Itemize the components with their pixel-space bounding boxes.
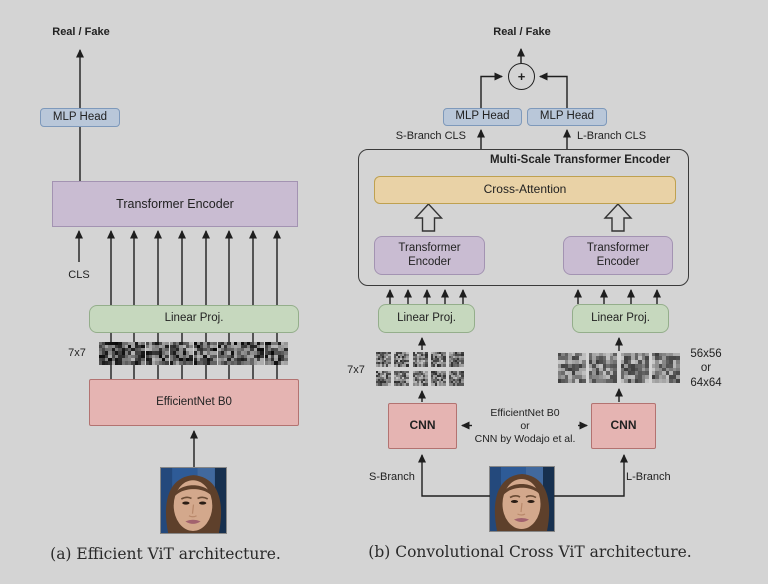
feature-patch-s	[449, 371, 464, 386]
feature-patch-l	[621, 353, 649, 383]
multi-scale-transformer-title: Multi-Scale Transformer Encoder	[490, 154, 671, 166]
linear-proj-s-branch: Linear Proj.	[378, 304, 475, 333]
feature-patch-a	[146, 342, 169, 365]
patch-size-label-a: 7x7	[68, 347, 86, 359]
cnn-box-s-branch: CNN	[388, 403, 457, 449]
feature-patch-s	[413, 371, 428, 386]
transformer-encoder-a: Transformer Encoder	[52, 181, 298, 227]
feature-patch-s	[431, 371, 446, 386]
mlp-head-l-branch: MLP Head	[527, 108, 607, 126]
feature-patch-s	[413, 352, 428, 367]
feature-patch-s	[431, 352, 446, 367]
transformer-encoder-l-branch: Transformer Encoder	[563, 236, 673, 275]
feature-patch-l	[589, 353, 617, 383]
patch-size-l-line3: 64x64	[690, 376, 722, 389]
feature-patch-l	[558, 353, 586, 383]
transformer-encoder-s-label: Transformer Encoder	[398, 242, 461, 268]
feature-patch-l	[652, 353, 680, 383]
cls-label-a: CLS	[68, 269, 90, 281]
caption-b: (b) Convolutional Cross ViT architecture…	[368, 543, 692, 561]
l-branch-label: L-Branch	[626, 471, 671, 483]
multi-scale-transformer-container	[358, 149, 689, 286]
transformer-encoder-l-label: Transformer Encoder	[586, 242, 650, 268]
backbone-note-line3: CNN by Wodajo et al.	[474, 432, 576, 445]
feature-patch-a	[194, 342, 217, 365]
feature-patch-s	[449, 352, 464, 367]
feature-patch-a	[99, 342, 122, 365]
l-branch-cls-label: L-Branch CLS	[577, 130, 647, 142]
caption-a: (a) Efficient ViT architecture.	[50, 545, 281, 563]
cross-attention-box: Cross-Attention	[374, 176, 676, 204]
feature-patch-a	[241, 342, 264, 365]
feature-patch-a	[218, 342, 241, 365]
output-label-a: Real / Fake	[52, 26, 110, 38]
s-branch-cls-label: S-Branch CLS	[395, 130, 466, 142]
mlp-head-s-branch: MLP Head	[443, 108, 522, 126]
feature-patch-s	[376, 371, 391, 386]
efficientnet-b0-box-a: EfficientNet B0	[89, 379, 299, 426]
transformer-encoder-s-branch: Transformer Encoder	[374, 236, 485, 275]
s-branch-label: S-Branch	[369, 471, 415, 483]
feature-patch-s	[376, 352, 391, 367]
patch-size-label-s: 7x7	[347, 364, 365, 376]
cnn-box-l-branch: CNN	[591, 403, 656, 449]
output-label-b: Real / Fake	[493, 26, 551, 38]
feature-patch-s	[394, 371, 409, 386]
patch-size-label-l: 56x56 or 64x64	[682, 347, 730, 390]
backbone-note-line1: EfficientNet B0	[490, 407, 560, 419]
mlp-head-a: MLP Head	[40, 108, 120, 127]
backbone-note-line2: or	[520, 419, 530, 432]
feature-patch-s	[394, 352, 409, 367]
sum-node: +	[508, 63, 535, 90]
input-face-image-a	[160, 467, 227, 534]
feature-patch-a	[122, 342, 145, 365]
patch-size-l-line2: or	[700, 362, 712, 375]
linear-proj-a: Linear Proj.	[89, 305, 299, 333]
feature-patch-a	[265, 342, 288, 365]
backbone-note: EfficientNet B0 or CNN by Wodajo et al.	[462, 407, 588, 445]
feature-patch-a	[170, 342, 193, 365]
patch-size-l-line1: 56x56	[690, 348, 722, 360]
input-face-image-b	[489, 466, 555, 532]
linear-proj-l-branch: Linear Proj.	[572, 304, 669, 333]
